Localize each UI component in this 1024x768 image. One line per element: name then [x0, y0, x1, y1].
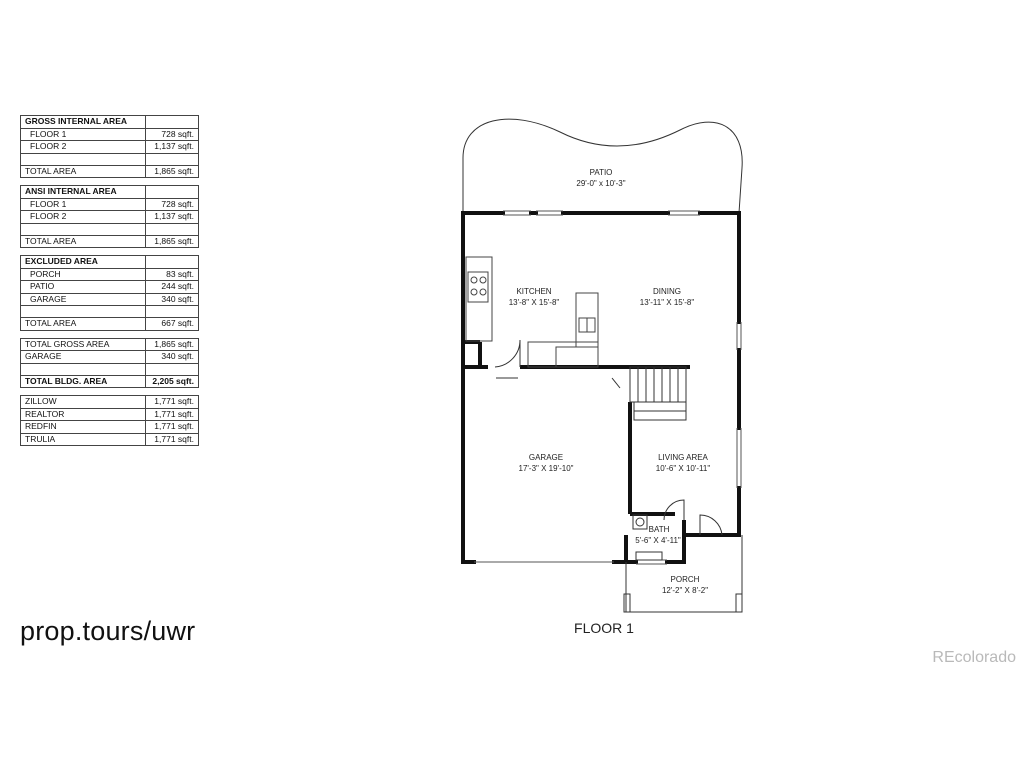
- exterior-walls: [461, 211, 741, 564]
- watermark: REcolorado: [932, 649, 1016, 666]
- porch-outline: [623, 535, 743, 613]
- area-row-label: TRULIA: [20, 432, 146, 446]
- area-row-value: 1,865 sqft.: [145, 337, 199, 351]
- room-dims-living: 10'-6" X 10'-11": [656, 464, 711, 473]
- room-dims-dining: 13'-11" X 15'-8": [640, 298, 695, 307]
- windows: [474, 210, 742, 565]
- floor-label: FLOOR 1: [574, 620, 634, 636]
- bath-fixtures: [632, 514, 663, 561]
- area-row-value: 667 sqft.: [145, 317, 199, 331]
- room-label-patio: PATIO: [590, 168, 613, 177]
- room-dims-patio: 29'-0" x 10'-3": [576, 179, 625, 188]
- area-row-label: TOTAL AREA: [20, 234, 146, 248]
- area-row-value: 1,865 sqft.: [145, 234, 199, 248]
- area-row-value: [145, 305, 199, 318]
- area-row-value: 1,771 sqft.: [145, 432, 199, 446]
- kitchen-fixtures: [465, 256, 599, 368]
- tour-link[interactable]: prop.tours/uwr: [20, 616, 196, 646]
- room-label-bath: BATH: [649, 525, 670, 534]
- room-label-dining: DINING: [653, 287, 681, 296]
- stairs: [629, 366, 687, 421]
- area-row-value: [145, 222, 199, 236]
- area-table-row: [20, 152, 199, 166]
- room-label-living: LIVING AREA: [658, 453, 708, 462]
- room-dims-kitchen: 13'-8" X 15'-8": [509, 298, 560, 307]
- area-row-value: 340 sqft.: [145, 292, 199, 306]
- area-table-row: [20, 222, 199, 236]
- area-row-label: TOTAL AREA: [20, 317, 146, 331]
- area-table-row: [20, 362, 199, 376]
- room-dims-porch: 12'-2" X 8'-2": [662, 586, 708, 595]
- room-dims-bath: 5'-6" X 4'-11": [635, 536, 681, 545]
- room-label-garage: GARAGE: [529, 453, 563, 462]
- room-label-kitchen: KITCHEN: [516, 287, 551, 296]
- area-row-value: [145, 362, 199, 376]
- area-row-value: [145, 152, 199, 166]
- room-label-porch: PORCH: [671, 575, 700, 584]
- doors: [494, 339, 723, 536]
- area-row-value: 2,205 sqft.: [145, 374, 199, 388]
- area-table-row: [20, 305, 199, 318]
- area-row-value: 1,865 sqft.: [145, 164, 199, 178]
- room-dims-garage: 17'-3" X 19'-10": [519, 464, 574, 473]
- patio-outline: [462, 118, 743, 214]
